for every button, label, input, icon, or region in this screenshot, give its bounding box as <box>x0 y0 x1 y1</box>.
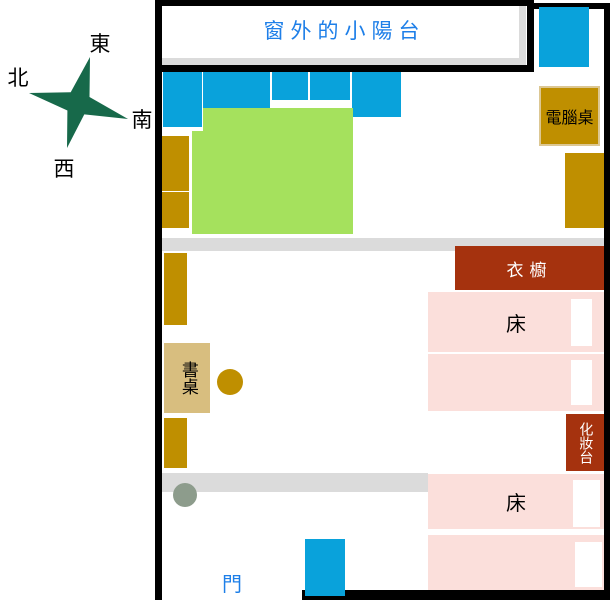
shelf-left-1 <box>162 136 189 191</box>
compass-west-label: 西 <box>53 157 75 181</box>
cabinet-right <box>565 153 604 228</box>
desk-chair <box>217 369 243 395</box>
window-1 <box>163 72 202 127</box>
wardrobe-label: 衣櫥 <box>506 260 553 281</box>
balcony-shade-vertical <box>519 0 526 65</box>
door-panel <box>305 539 345 596</box>
shelf-left-2 <box>162 192 189 228</box>
walkway-strip-bottom <box>162 473 428 492</box>
stool <box>173 483 197 507</box>
compass-east-label: 東 <box>89 32 111 56</box>
bed-1: 床 <box>428 292 604 352</box>
green-mat-extension <box>192 131 203 234</box>
bed-2-pillow <box>573 480 600 527</box>
shelf-left-3 <box>164 253 187 325</box>
window-4 <box>310 72 350 100</box>
vanity: 化妝台 <box>566 414 604 471</box>
shelf-left-4 <box>164 418 187 468</box>
compass-star-icon <box>29 57 128 148</box>
window-2 <box>203 72 270 108</box>
top-right-wall <box>534 3 610 9</box>
compass-north-label: 北 <box>7 66 29 90</box>
window-east <box>539 7 589 67</box>
window-3 <box>272 72 308 100</box>
balcony-shade-horizontal <box>162 58 519 65</box>
bed-1-pillow <box>571 299 592 346</box>
wardrobe: 衣櫥 <box>455 246 604 290</box>
computer-desk-label: 電腦桌 <box>545 108 594 127</box>
bed-2-label: 床 <box>506 491 526 515</box>
green-mat <box>203 108 353 234</box>
desk: 書桌 <box>164 343 210 413</box>
bed-1-lower-pillow <box>571 360 592 405</box>
bed-2: 床 <box>428 474 604 529</box>
bed-1-label: 床 <box>506 311 526 336</box>
bed-2-lower-pillow <box>575 542 602 587</box>
bed-2-lower <box>428 535 604 590</box>
balcony-top-wall <box>155 0 534 6</box>
bed-1-lower <box>428 354 604 411</box>
bottom-wall <box>302 590 610 600</box>
left-wall <box>155 0 162 600</box>
computer-desk: 電腦桌 <box>539 86 600 146</box>
vanity-label: 化妝台 <box>577 421 594 464</box>
desk-label: 書桌 <box>177 361 198 395</box>
door-label: 門 <box>222 571 242 596</box>
balcony-bottom-wall <box>162 65 534 72</box>
balcony-label: 窗外的小陽台 <box>263 19 426 43</box>
compass-south-label: 南 <box>131 108 153 132</box>
window-5 <box>352 72 401 117</box>
balcony-right-wall <box>527 0 534 72</box>
right-wall <box>604 3 610 600</box>
